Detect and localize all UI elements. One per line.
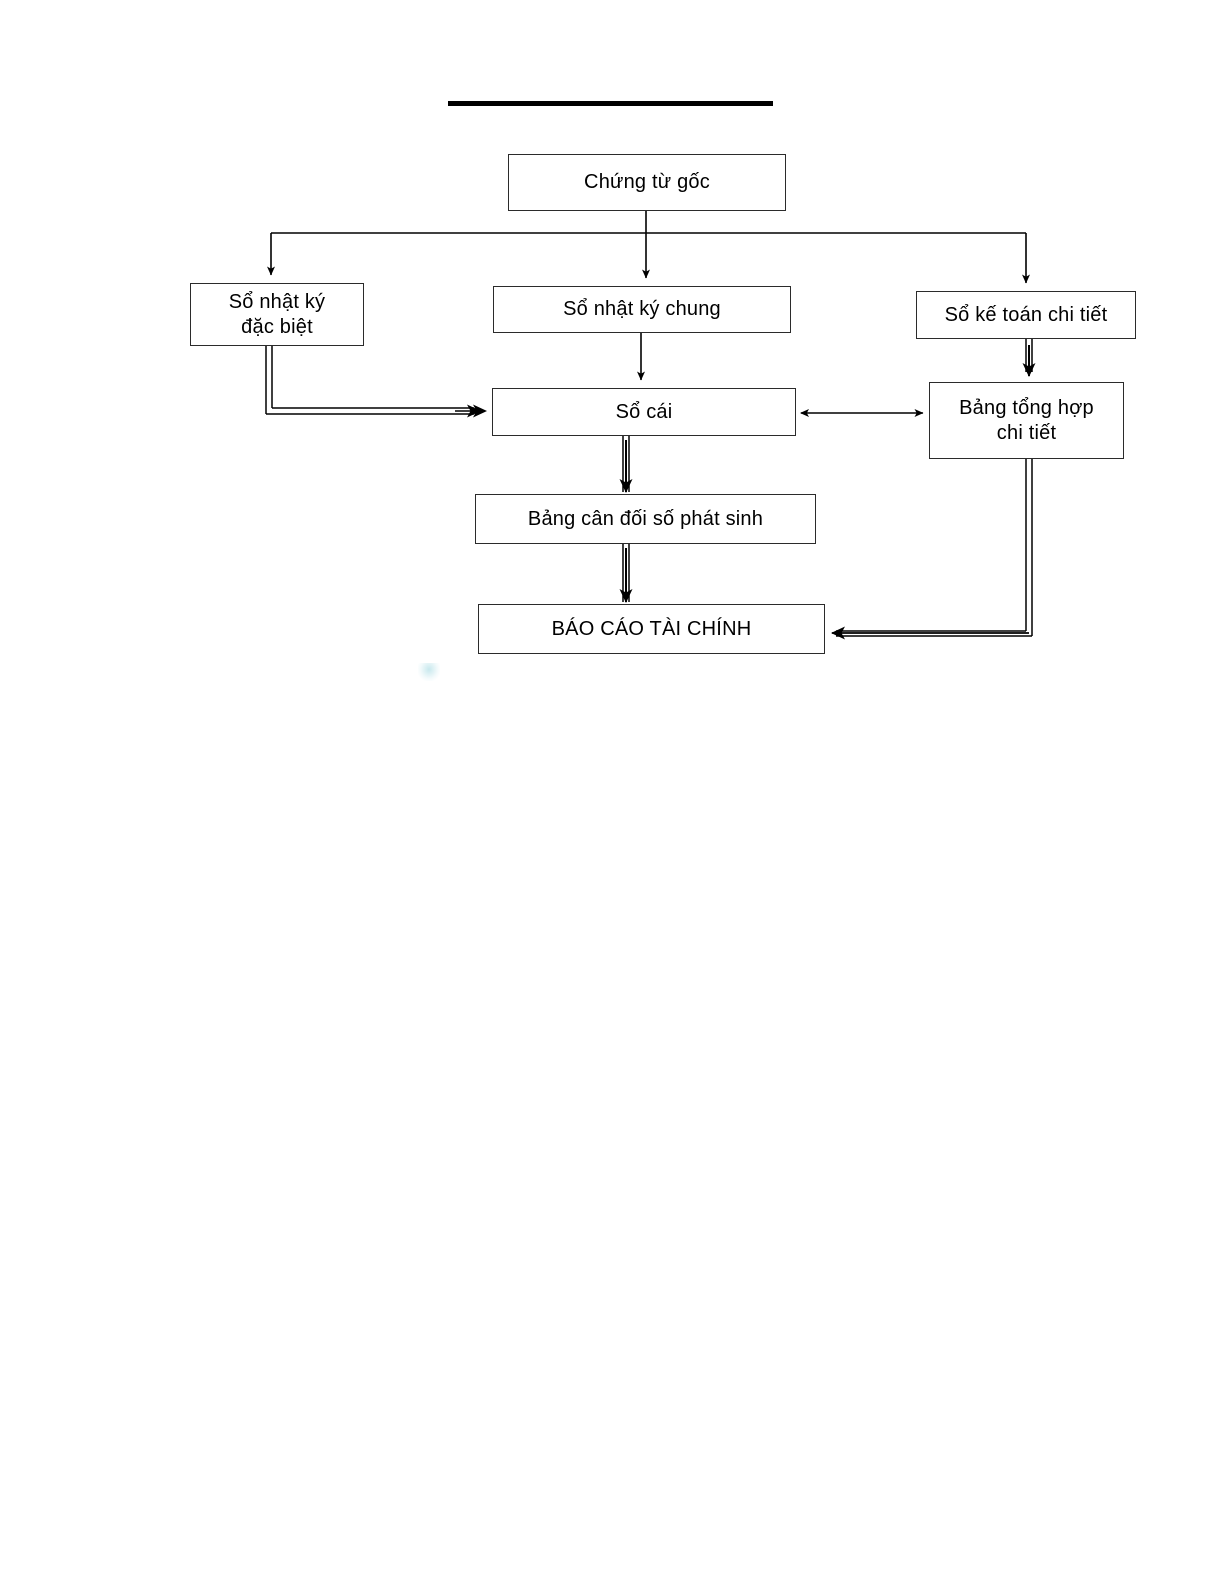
- node-detail-summary-label-line1: Bảng tổng hợp: [959, 396, 1094, 419]
- node-special-journal[interactable]: Sổ nhật ký đặc biệt: [190, 283, 364, 346]
- node-trial-balance[interactable]: Bảng cân đối số phát sinh: [475, 494, 816, 544]
- node-detail-summary-label-line2: chi tiết: [996, 421, 1057, 444]
- edge-summary-to-report: [831, 458, 1033, 640]
- node-general-journal[interactable]: Sổ nhật ký chung: [493, 286, 791, 333]
- edge-trial-balance-to-report: [619, 543, 633, 603]
- node-financial-report[interactable]: BÁO CÁO TÀI CHÍNH: [478, 604, 825, 654]
- scan-artifact: [418, 663, 440, 681]
- node-source-document-label: Chứng từ gốc: [584, 171, 710, 193]
- node-general-ledger-label: Sổ cái: [615, 400, 673, 423]
- node-detail-summary[interactable]: Bảng tổng hợp chi tiết: [929, 382, 1124, 459]
- node-trial-balance-label: Bảng cân đối số phát sinh: [527, 507, 764, 530]
- edge-source-to-branches: [267, 210, 1030, 284]
- edge-special-journal-to-ledger: [265, 345, 487, 418]
- node-source-document[interactable]: Chứng từ gốc: [508, 154, 786, 211]
- node-special-journal-label-line2: đặc biệt: [241, 315, 313, 338]
- edge-detail-ledger-to-summary: [1022, 339, 1036, 377]
- node-financial-report-label: BÁO CÁO TÀI CHÍNH: [551, 617, 752, 640]
- node-detail-ledger[interactable]: Sổ kế toán chi tiết: [916, 291, 1136, 339]
- title-underline-rule: [448, 101, 773, 106]
- node-special-journal-label-line1: Sổ nhật ký: [228, 290, 326, 313]
- node-general-ledger[interactable]: Sổ cái: [492, 388, 796, 436]
- edge-ledger-to-trial-balance: [619, 435, 633, 493]
- node-detail-ledger-label: Sổ kế toán chi tiết: [944, 303, 1108, 326]
- node-general-journal-label: Sổ nhật ký chung: [563, 298, 721, 320]
